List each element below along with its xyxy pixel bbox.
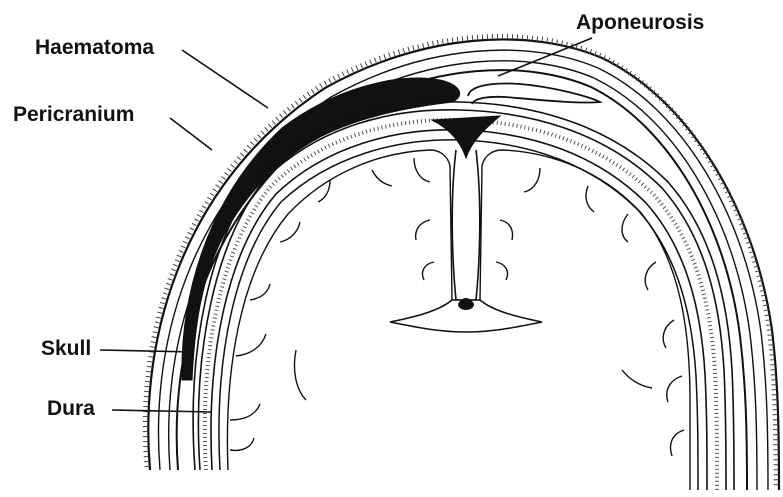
falx-cerebri (451, 149, 481, 301)
left-sulci (229, 157, 431, 452)
falx-base (389, 299, 543, 333)
haematoma-label: Haematoma (35, 36, 155, 59)
skull-label: Skull (41, 337, 92, 360)
aponeurosis-fold (467, 82, 604, 105)
skull-outer-table (197, 109, 727, 491)
dura-leader (111, 409, 213, 413)
pericranium-layer (192, 101, 735, 491)
pericranium-label: Pericranium (13, 103, 135, 126)
inferior-sagittal-sinus (458, 298, 474, 310)
dura-label: Dura (47, 397, 95, 420)
skin-layer (157, 49, 769, 491)
label-leader-lines (99, 37, 593, 413)
skull-diploe (202, 117, 719, 491)
interior-gyri (293, 219, 653, 401)
scalp-hair-stubble (142, 33, 779, 488)
left-brain-surface (226, 149, 453, 471)
skull-inner-table (210, 129, 708, 491)
scalp-outer-surface (147, 38, 781, 491)
skull-leader (99, 349, 195, 353)
haematoma-leader (181, 49, 269, 109)
aponeurosis-leader (497, 37, 593, 77)
right-brain-surface (479, 149, 691, 490)
superior-sagittal-sinus (430, 115, 502, 160)
dura-layer (218, 139, 699, 491)
aponeurosis-label: Aponeurosis (576, 11, 705, 34)
pericranium-leader (169, 117, 213, 151)
right-sulci (523, 167, 685, 457)
